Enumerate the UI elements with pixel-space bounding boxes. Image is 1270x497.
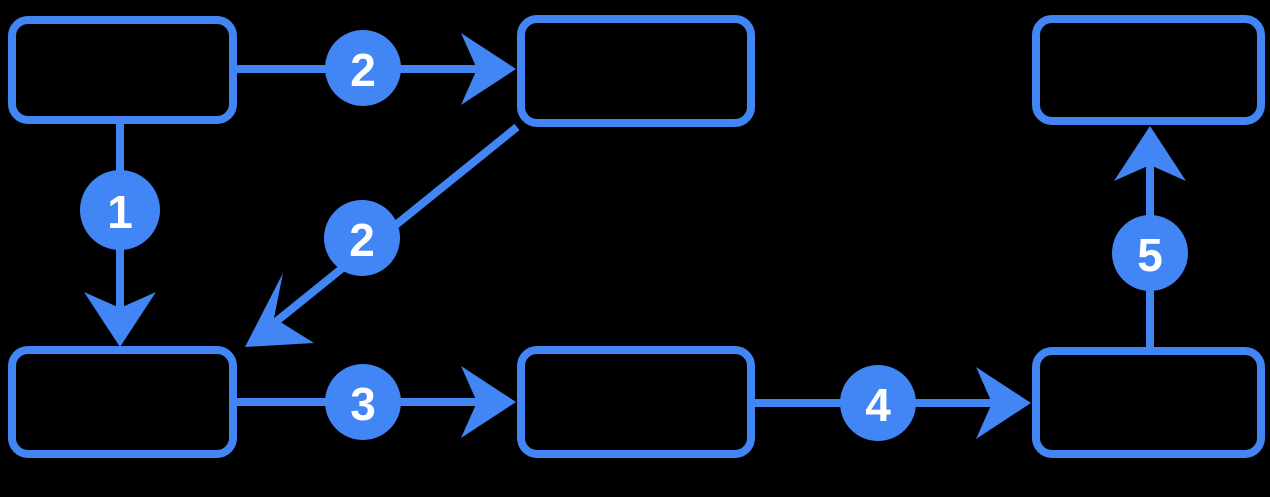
badges-layer: 1 2 2 3 4 5 bbox=[80, 30, 1188, 441]
edge-1-arrowhead bbox=[84, 292, 156, 347]
badge-step-5[interactable]: 5 bbox=[1112, 215, 1188, 291]
node-top-left-shape bbox=[8, 16, 237, 124]
node-bottom-right[interactable] bbox=[1032, 347, 1265, 458]
nodes-layer bbox=[8, 15, 1265, 458]
node-top-left[interactable] bbox=[8, 16, 237, 124]
badge-step-5-label: 5 bbox=[1137, 229, 1163, 281]
badge-step-1-label: 1 bbox=[107, 186, 133, 238]
node-bottom-left-shape bbox=[8, 346, 237, 458]
edge-5-arrowhead bbox=[1114, 126, 1186, 181]
badge-step-4-circle bbox=[840, 365, 916, 441]
node-bottom-middle-shape bbox=[517, 346, 755, 458]
badge-step-2b-circle bbox=[324, 200, 400, 276]
edge-3-arrowhead bbox=[461, 366, 516, 438]
node-top-right-shape bbox=[1032, 15, 1265, 125]
badge-step-4-label: 4 bbox=[865, 379, 891, 431]
edge-2b-arrowhead bbox=[245, 273, 314, 347]
edge-2a-arrowhead bbox=[461, 33, 516, 105]
badge-step-2a[interactable]: 2 bbox=[325, 30, 401, 106]
node-top-right[interactable] bbox=[1032, 15, 1265, 125]
badge-step-2a-label: 2 bbox=[350, 44, 376, 96]
node-bottom-middle[interactable] bbox=[517, 346, 755, 458]
badge-step-3[interactable]: 3 bbox=[325, 364, 401, 440]
badge-step-4[interactable]: 4 bbox=[840, 365, 916, 441]
node-bottom-left[interactable] bbox=[8, 346, 237, 458]
badge-step-3-label: 3 bbox=[350, 378, 376, 430]
node-bottom-right-shape bbox=[1032, 347, 1265, 458]
badge-step-5-circle bbox=[1112, 215, 1188, 291]
badge-step-2b-label: 2 bbox=[349, 214, 375, 266]
node-top-middle[interactable] bbox=[517, 15, 755, 127]
node-top-middle-shape bbox=[517, 15, 755, 127]
badge-step-2b[interactable]: 2 bbox=[324, 200, 400, 276]
badge-step-1[interactable]: 1 bbox=[80, 170, 160, 250]
badge-step-3-circle bbox=[325, 364, 401, 440]
badge-step-2a-circle bbox=[325, 30, 401, 106]
edge-4-arrowhead bbox=[976, 367, 1031, 439]
badge-step-1-circle bbox=[80, 170, 160, 250]
